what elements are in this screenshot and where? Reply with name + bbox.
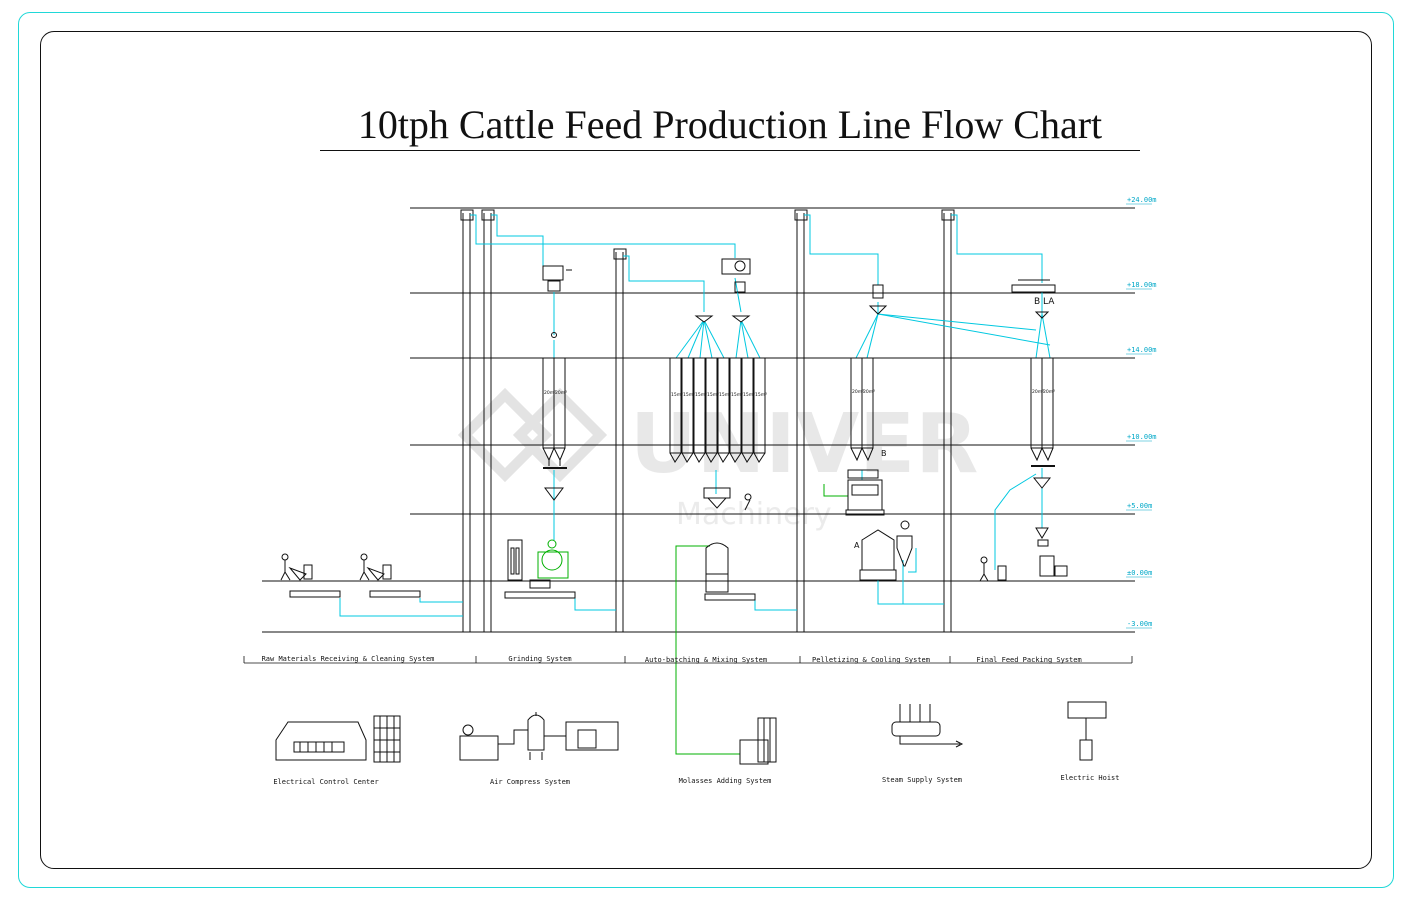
level-label: +24.00m xyxy=(1127,196,1157,204)
batching-bin-labels: 15m³ 15m³ 15m³ 15m³ 15m³ 15m³ 15m³ 15m³ xyxy=(671,392,767,398)
grinding-bin-labels: 20m³ 20m³ xyxy=(544,390,567,396)
auxiliary-labels: Electrical Control Center Air Compress S… xyxy=(273,774,1119,786)
level-labels: +24.00m +18.00m +14.00m +10.00m +5.00m ±… xyxy=(1127,196,1157,628)
bucket-elevators xyxy=(460,209,955,632)
electrical-control-center xyxy=(275,715,401,763)
pellet-bins xyxy=(847,357,879,479)
pellet-mill xyxy=(845,479,885,516)
bin-label: 15m³ xyxy=(719,392,731,398)
bin-label: 15m³ xyxy=(755,392,767,398)
level-label: ±0.00m xyxy=(1127,569,1152,577)
air-compressor xyxy=(459,712,619,761)
auxiliary-equipment xyxy=(275,701,1107,765)
level-label: +14.00m xyxy=(1127,346,1157,354)
auxiliary-label: Air Compress System xyxy=(490,778,570,786)
bin-label: 15m³ xyxy=(731,392,743,398)
bin-label: 20m³ xyxy=(852,389,864,395)
bin-label: 15m³ xyxy=(707,392,719,398)
elevator-1 xyxy=(460,209,474,632)
molasses-tank xyxy=(739,717,777,765)
pellet-bin-labels: 20m³ 20m³ xyxy=(852,389,875,395)
receiving-pit-2 xyxy=(359,553,421,598)
level-label: -3.00m xyxy=(1127,620,1152,628)
packing-scraper xyxy=(1011,279,1056,293)
batching-feeder xyxy=(721,258,751,293)
level-label-underlines xyxy=(1126,203,1152,629)
level-label: +10.00m xyxy=(1127,433,1157,441)
bin-label: 20m³ xyxy=(1043,389,1055,395)
hammer-mill xyxy=(537,539,569,579)
section-label: Pelletizing & Cooling System xyxy=(812,656,930,664)
bin-label: 20m³ xyxy=(555,390,567,396)
section-labels: Raw Materials Receiving & Cleaning Syste… xyxy=(262,655,1082,664)
bin-label: 15m³ xyxy=(671,392,683,398)
drawing-frame xyxy=(40,31,1372,869)
receiving-pit-1 xyxy=(280,553,341,598)
section-label: Grinding System xyxy=(508,655,571,663)
auxiliary-label: Electric Hoist xyxy=(1060,774,1119,782)
cooler xyxy=(859,529,897,581)
ground-equipment xyxy=(280,479,1068,601)
cyclone xyxy=(896,520,913,567)
elevator-3 xyxy=(613,248,627,632)
section-label: Auto-batching & Mixing System xyxy=(645,656,767,664)
pellet-feeder xyxy=(868,284,888,315)
level-label: +18.00m xyxy=(1127,281,1157,289)
grinder xyxy=(504,539,576,599)
bin-label: 20m³ xyxy=(863,389,875,395)
auxiliary-label: Steam Supply System xyxy=(882,776,962,784)
grinding-bins xyxy=(542,357,567,501)
steam-supply xyxy=(891,704,964,748)
elevator-4 xyxy=(794,209,808,632)
batching-bins xyxy=(669,357,766,509)
molasses-line xyxy=(675,484,848,755)
top-equipment xyxy=(542,258,1056,338)
marker-b-la: B LA xyxy=(1034,297,1055,307)
hammer-mill-feeder xyxy=(542,265,572,292)
level-lines xyxy=(262,207,1135,633)
outer-frame xyxy=(18,12,1394,888)
flow-lines xyxy=(339,214,1051,617)
section-label: Final Feed Packing System xyxy=(976,656,1081,664)
packing-bins xyxy=(1030,357,1055,547)
electric-hoist xyxy=(1067,701,1107,761)
bin-label: 15m³ xyxy=(683,392,695,398)
packing-bin-labels: 20m³ 20m³ xyxy=(1032,389,1055,395)
mixer xyxy=(704,493,756,601)
section-bar xyxy=(243,656,1133,664)
bin-label: 15m³ xyxy=(695,392,707,398)
bin-label: 20m³ xyxy=(544,390,556,396)
bin-label: 15m³ xyxy=(743,392,755,398)
marker-a: A xyxy=(854,541,860,550)
section-label: Raw Materials Receiving & Cleaning Syste… xyxy=(262,655,435,663)
diagram-title: 10tph Cattle Feed Production Line Flow C… xyxy=(320,100,1140,151)
auxiliary-label: Electrical Control Center xyxy=(273,778,378,786)
marker-b: B xyxy=(881,449,887,458)
bin-label: 20m³ xyxy=(1032,389,1044,395)
level-label: +5.00m xyxy=(1127,502,1152,510)
elevator-2 xyxy=(481,209,495,632)
watermark: UNIVER Machinery xyxy=(457,387,978,532)
auxiliary-label: Molasses Adding System xyxy=(679,777,772,785)
packing-scale xyxy=(979,555,1068,582)
